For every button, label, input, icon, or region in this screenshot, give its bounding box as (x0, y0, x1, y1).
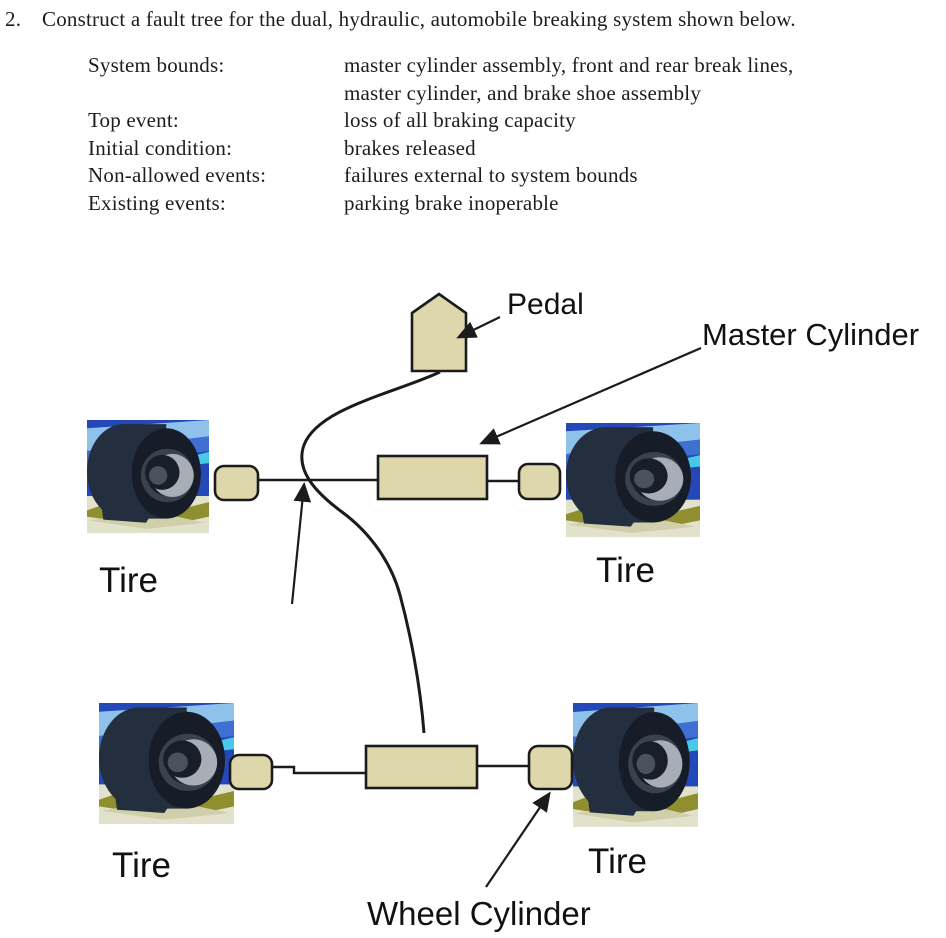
pedal-arrow (456, 316, 501, 339)
wheel-cylinder-front-left-shape (213, 464, 260, 502)
spec-label-existing-events: Existing events: (88, 190, 226, 215)
pedal-label: Pedal (507, 288, 584, 321)
tire-label-front-left: Tire (99, 561, 158, 600)
tire-label-front-right: Tire (596, 551, 655, 590)
spec-label-non-allowed-events: Non-allowed events: (88, 163, 267, 187)
tire-image-front-left (87, 420, 209, 533)
pedal-to-rear-hose (300, 370, 441, 734)
spec-value-top-event: loss of all braking capacity (344, 108, 576, 132)
master-cylinder-label: Master Cylinder (702, 317, 920, 352)
wheel-cylinder-front-right-shape (517, 462, 562, 501)
spec-table: System bounds: master cylinder assembly,… (88, 52, 794, 217)
wheel-cylinder-rear-right-shape (527, 744, 574, 791)
wheel-cylinder-label: Wheel Cylinder (367, 895, 591, 932)
rear-brake-line-left (272, 765, 366, 775)
tire-label-rear-right: Tire (588, 842, 647, 881)
master-cylinder-arrow (479, 346, 702, 445)
spec-value-non-allowed-events: failures external to system bounds (344, 163, 638, 187)
spec-label-top-event: Top event: (88, 108, 179, 132)
wheel-cylinder-rear-left-shape (228, 753, 274, 791)
problem-statement: Construct a fault tree for the dual, hyd… (42, 7, 796, 31)
tire-image-front-right (566, 423, 700, 537)
spec-label-system-bounds: System bounds: (88, 53, 225, 77)
pedal-shape (410, 292, 468, 373)
wheel-cylinder-arrow (485, 791, 551, 888)
tire-image-rear-left (99, 703, 234, 824)
spec-label-initial-condition: Initial condition: (88, 135, 233, 160)
problem-title: 2. Construct a fault tree for the dual, … (5, 6, 935, 32)
tire-label-rear-left: Tire (112, 846, 171, 885)
problem-number: 2. (5, 7, 22, 31)
tire-image-rear-right (573, 703, 698, 827)
master-cylinder-shape (376, 454, 489, 501)
rear-cylinder-shape (364, 744, 479, 790)
spec-value-initial-condition: brakes released (344, 135, 476, 160)
spec-value-system-bounds: master cylinder assembly, front and rear… (344, 53, 794, 105)
spec-value-existing-events: parking brake inoperable (344, 190, 559, 215)
brake-line-arrow (290, 481, 312, 605)
